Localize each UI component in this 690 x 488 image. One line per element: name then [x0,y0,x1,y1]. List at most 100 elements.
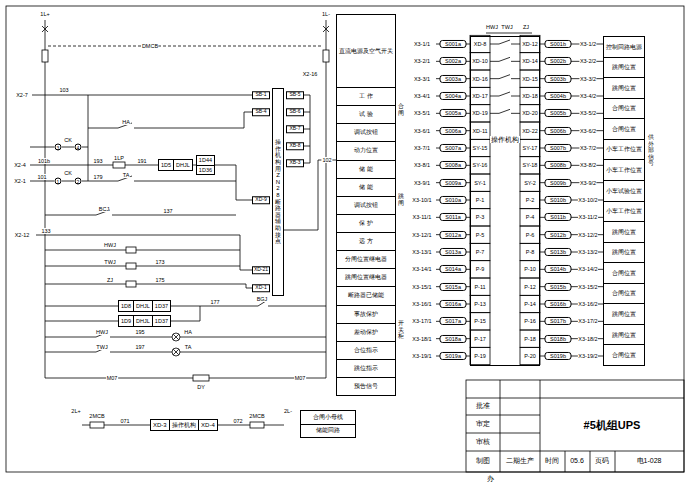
label-text: S015b [545,283,572,291]
label-text: X3-15/1 [412,284,432,290]
label-text: P-1 [475,197,485,203]
wire-rect [520,313,540,330]
label-text: 二期生产 [506,457,535,465]
wire-path [490,75,520,79]
wire-path [45,284,252,288]
label-text: S011a [440,213,467,221]
node-text: DHJL [133,316,152,326]
label-text: 1L- [322,11,331,17]
label-text: M07 [294,375,306,381]
label-text: P-9 [475,266,485,272]
label-text: 195 [135,329,145,335]
node-text: 小车工作位置 [604,201,644,222]
label-text: X2-4 [14,162,27,168]
terminal-box: 1D8DHJL1D37 [118,300,171,312]
label-text: S008a [440,161,467,169]
label-text: BGJ [256,296,268,302]
wire-path [48,46,323,47]
label-text: XD-11 [472,128,488,134]
node-text: 合闸位置 [604,262,644,283]
label-text: P-12 [524,284,537,290]
label-text: P-16 [524,318,537,324]
wire-path [32,95,252,96]
label-text: S010b [545,196,572,204]
label-text: 072 [233,418,243,424]
wire-rect [520,295,540,312]
label-text: X3-14/2 [578,266,598,272]
node-text: 事故保护 [337,305,395,323]
label-text: 175 [155,277,165,283]
label-text: P-3 [475,214,485,220]
wire-rect [470,139,490,156]
wire-circle [172,348,180,356]
wire-rect [470,330,490,347]
label-text: 2L+ [71,408,81,414]
node-text: 差动保护 [337,323,395,341]
label-text: X3-8/2 [579,162,596,168]
label-text: XD-16 [472,76,489,82]
node-text: 1D44 [197,156,214,165]
wire-rect [470,53,490,70]
wire-rect [520,191,540,208]
label-text: X3-19/2 [578,353,598,359]
label-text: 批准 [476,402,491,410]
node-text: 1D8 [119,301,133,311]
wire-path [323,26,329,32]
label-text: 页码 [595,457,610,465]
label-text: 审核 [476,438,491,446]
label-text: S019b [545,352,572,360]
label-text: X3-18/1 [412,336,432,342]
label-text: BCJ [98,206,109,212]
label-text: 开关柜 [398,320,405,340]
pin-label: SB-6 [286,108,304,116]
node-text: 1D9 [119,316,133,326]
wire-path [45,306,326,307]
terminal-box: 操作机构用ZN28断路器辅助接点 [272,88,284,296]
label-text: P-5 [475,232,485,238]
label-text: S014a [440,265,467,273]
label-text: XD-10 [472,58,489,64]
label-text: S018b [545,335,572,343]
label-text: HWJ [96,329,109,335]
label-text: S011b [545,213,572,221]
node-text: 1D37 [152,316,170,326]
wire-rect [126,281,136,287]
label-text: X2-12 [14,232,30,238]
wire-path [30,165,252,200]
label-text: S005b [545,109,572,117]
wire-rect [6,6,684,472]
label-text: 101b [37,158,50,164]
node-text: DHJL [133,301,152,311]
terminal-box: 1D441D36 [196,155,215,175]
wire-path [45,266,240,267]
node-text: 跳闸位置 [604,221,644,242]
label-text: X3-13/2 [578,249,598,255]
label-text: S013a [440,248,467,256]
label-text: S009a [440,179,467,187]
label-text: SY-17 [522,145,538,151]
wire-path [490,40,520,44]
node-text: 小车工作位置 [604,159,644,180]
node-text: XD-3 [151,420,169,430]
label-text: HWJ [486,24,499,30]
node-text: 跳闸位置 [604,303,644,324]
label-text: X3-7/1 [413,145,430,151]
label-text: 合闸 [398,103,405,116]
label-text: S005a [440,109,467,117]
wire-rect [470,122,490,139]
node-text: 合闸位置 [604,344,644,365]
label-text: XD-14 [522,58,539,64]
wire-rect [520,105,540,122]
label-text: #5机组UPS [583,419,641,431]
label-text: 时间 [545,457,560,465]
label-text: SY-18 [522,162,538,168]
label-text: SY-15 [472,145,488,151]
label-text: TA [184,344,192,350]
node-text: 跳闸位置 [604,57,644,78]
wire-rect [520,35,540,52]
label-text: X3-9/2 [579,180,596,186]
wire-rect [193,375,209,381]
label-text: P-15 [474,318,487,324]
label-text: S007b [545,144,572,152]
node-text: 远 方 [337,232,395,250]
